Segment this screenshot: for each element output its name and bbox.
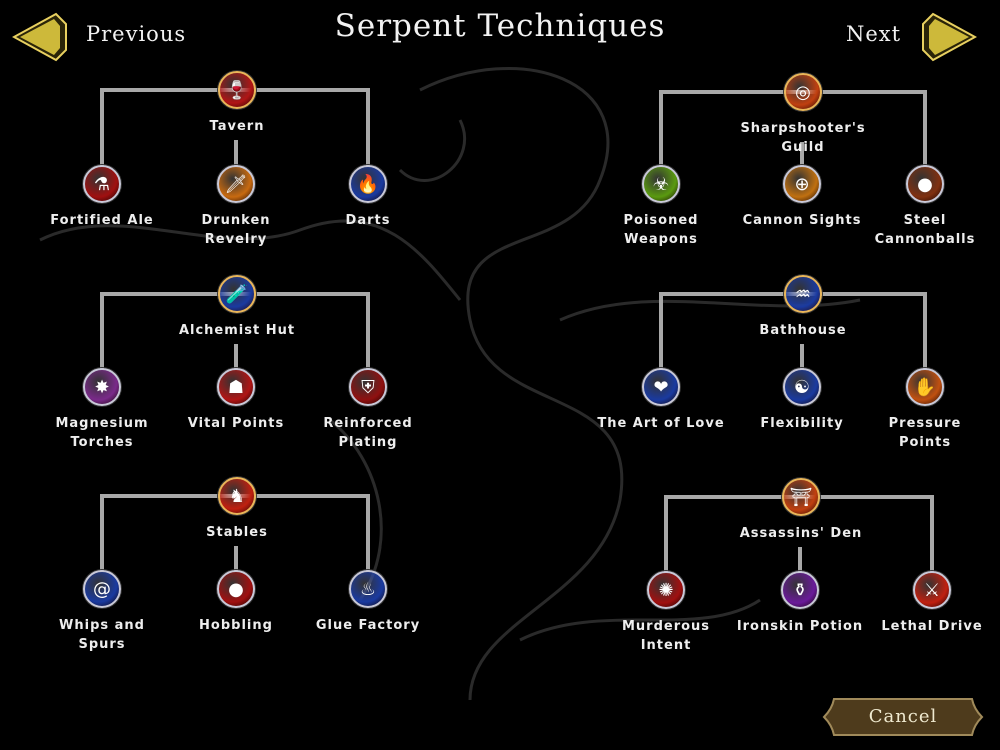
connector-right [366,90,370,166]
connector-right [366,294,370,369]
horse-icon[interactable]: ♞ [218,477,256,515]
technique-label: Flexibility [760,416,844,431]
technique-label: Vital Points [187,416,285,431]
cancel-button-frame [822,698,984,736]
contortion-icon[interactable]: ☯ [783,368,821,406]
connector-middle [234,140,238,166]
technique-label: The Art of Love [597,416,725,431]
connector-right [366,496,370,571]
goblet-icon[interactable]: 🍷 [218,71,256,109]
connector-left [659,294,663,369]
connector-left [659,92,663,166]
connector-middle [234,344,238,369]
poison-icon[interactable]: ☣ [642,165,680,203]
connector-left [100,294,104,369]
vial-icon[interactable]: ⚱ [781,571,819,609]
technique-label: Cannon Sights [742,213,862,228]
hand-icon[interactable]: ✋ [906,368,944,406]
hearts-icon[interactable]: ❤ [642,368,680,406]
sword-icon[interactable]: 🗡 [217,165,255,203]
technique-label: Murderous Intent [621,619,711,653]
building-label: Sharpshooter's Guild [740,121,866,155]
target-board-icon[interactable]: ◎ [784,73,822,111]
ball-chain-icon[interactable]: ● [217,570,255,608]
cannonball-icon[interactable]: ● [906,165,944,203]
potion-icon[interactable]: ⚗ [83,165,121,203]
connector-left [664,497,668,572]
connector-left [100,496,104,571]
connector-middle [234,546,238,571]
factory-icon[interactable]: ♨ [349,570,387,608]
technique-label: Whips and Spurs [59,618,145,652]
connector-right [923,294,927,369]
whip-icon[interactable]: @ [83,570,121,608]
technique-label: Magnesium Torches [55,416,149,450]
crosshair-icon[interactable]: ⊕ [783,165,821,203]
blood-icon[interactable]: ✺ [647,571,685,609]
technique-label: Darts [345,213,391,228]
cancel-label: Cancel [868,706,938,727]
connector-middle [800,344,804,369]
next-button[interactable]: Next [846,22,902,46]
previous-button[interactable]: Previous [86,22,187,46]
connector-right [930,497,934,572]
technique-label: Lethal Drive [881,619,983,634]
building-label: Tavern [209,119,265,134]
connector-middle [798,547,802,572]
next-arrow-button[interactable] [921,12,977,62]
flash-icon[interactable]: ✸ [83,368,121,406]
previous-arrow-button[interactable] [12,12,68,62]
technique-label: Steel Cannonballs [874,213,976,247]
flask-icon[interactable]: 🧪 [218,275,256,313]
page-title: Serpent Techniques [334,8,666,44]
temple-icon[interactable]: ⛩ [782,478,820,516]
building-label: Assassins' Den [739,526,863,541]
connector-left [100,90,104,166]
connector-middle [800,142,804,166]
building-label: Stables [206,525,268,540]
cancel-button[interactable]: Cancel [822,697,984,737]
technique-label: Hobbling [199,618,273,633]
technique-label: Pressure Points [888,416,962,450]
warrior-icon[interactable]: ⚔ [913,571,951,609]
connector-right [923,92,927,166]
body-icon[interactable]: ☗ [217,368,255,406]
technique-label: Fortified Ale [50,213,154,228]
building-label: Bathhouse [759,323,847,338]
technique-label: Poisoned Weapons [623,213,699,247]
technique-label: Reinforced Plating [323,416,413,450]
building-label: Alchemist Hut [178,323,296,338]
technique-label: Drunken Revelry [201,213,271,247]
technique-label: Ironskin Potion [736,619,864,634]
armor-icon[interactable]: ⛨ [349,368,387,406]
technique-label: Glue Factory [315,618,421,633]
flame-dart-icon[interactable]: 🔥 [349,165,387,203]
bather-icon[interactable]: ♒ [784,275,822,313]
